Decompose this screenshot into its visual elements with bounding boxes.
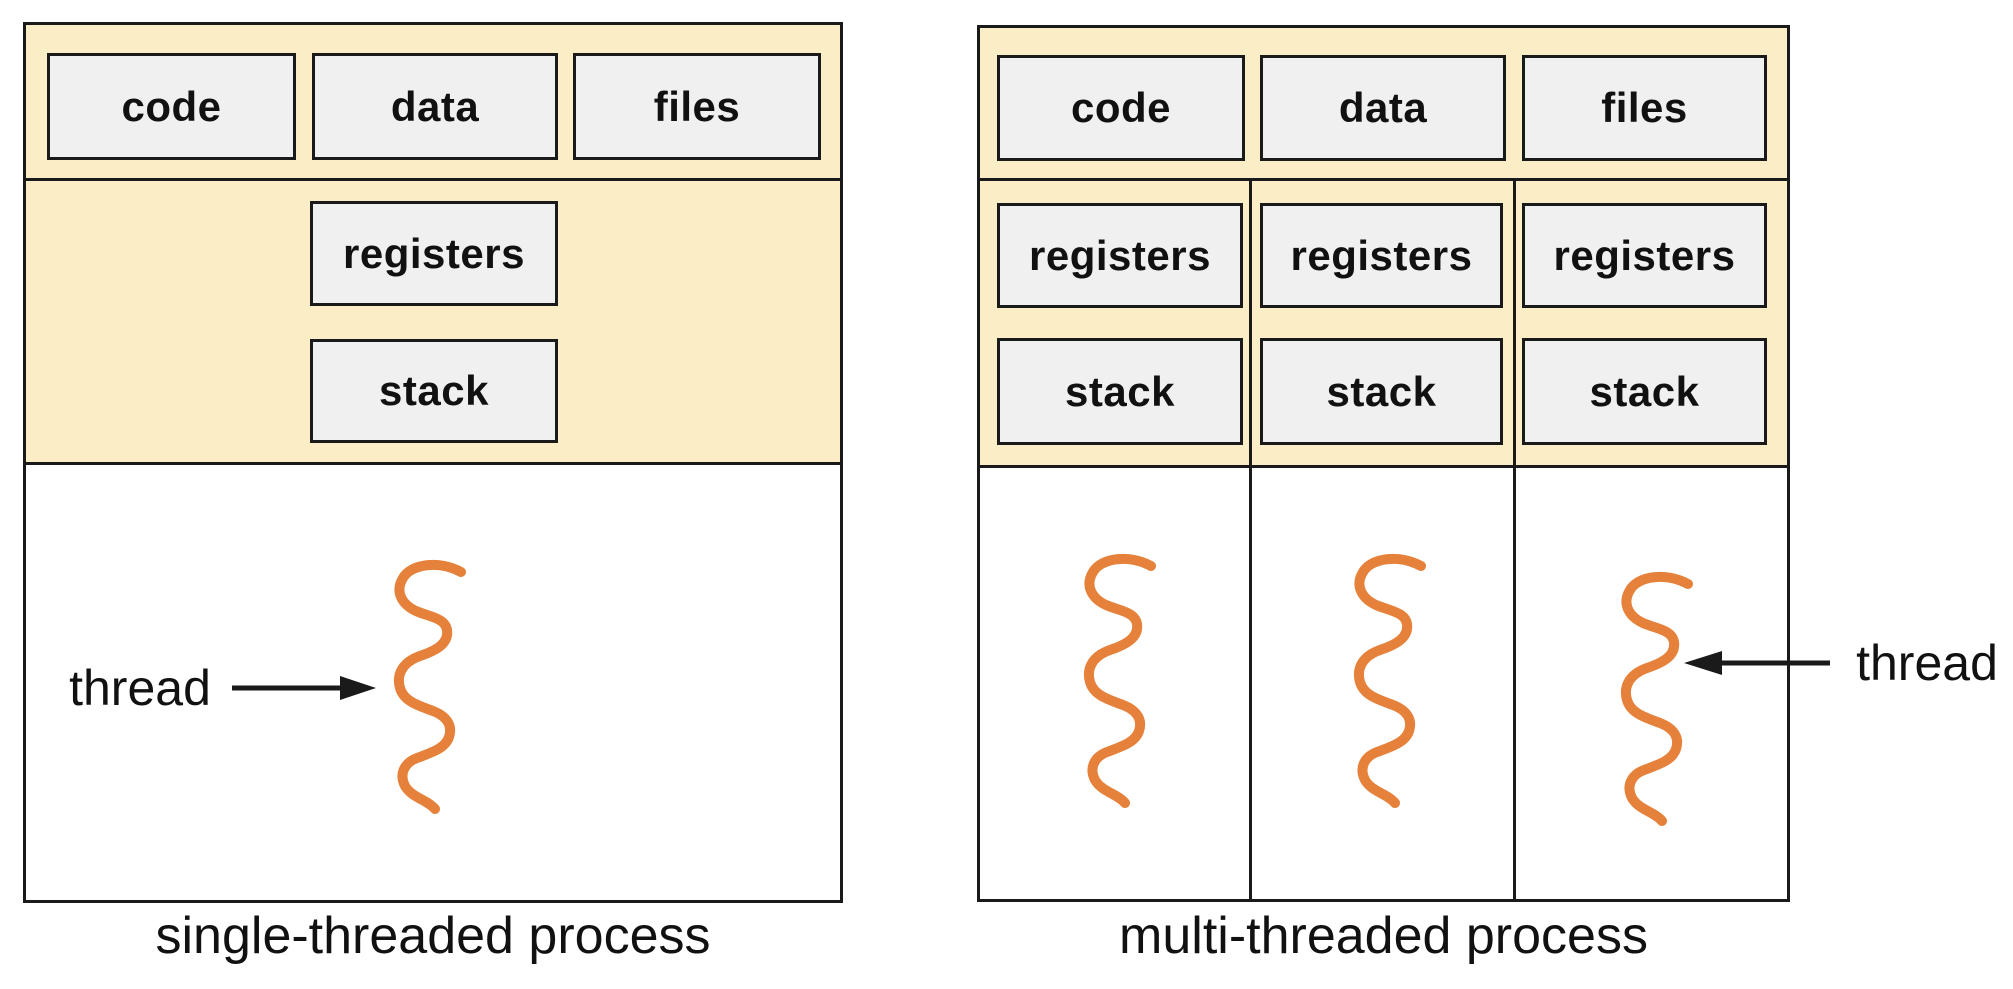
right-thread-squiggle-3-icon <box>1621 571 1693 826</box>
right-thread-label: thread <box>1856 635 1998 691</box>
left-caption: single-threaded process <box>155 907 711 965</box>
right-thread-squiggle-2-icon <box>1354 553 1426 808</box>
left-registers-label: registers <box>343 229 525 277</box>
right-col3-stack-box: stack <box>1522 338 1767 445</box>
right-code-box: code <box>997 55 1245 161</box>
right-column-divider-2 <box>1513 178 1516 902</box>
left-thread-label: thread <box>69 660 211 716</box>
left-thread-squiggle-icon <box>394 559 466 814</box>
right-thread-area <box>977 465 1790 902</box>
right-data-box: data <box>1260 55 1506 161</box>
right-caption: multi-threaded process <box>1119 907 1648 965</box>
right-column-divider-1 <box>1249 178 1252 902</box>
right-col1-stack-box: stack <box>997 338 1243 445</box>
right-col3-registers-box: registers <box>1522 203 1767 308</box>
left-code-label: code <box>121 82 222 130</box>
left-thread-area <box>23 462 843 903</box>
right-code-label: code <box>1070 84 1172 131</box>
left-code-box: code <box>47 53 296 160</box>
left-thread-arrow-icon <box>232 676 376 700</box>
left-files-box: files <box>573 53 821 160</box>
left-stack-label: stack <box>379 367 489 414</box>
right-thread-arrow-icon <box>1684 651 1830 675</box>
left-stack-box: stack <box>310 339 558 443</box>
right-files-box: files <box>1522 55 1767 161</box>
right-thread-squiggle-1-icon <box>1084 553 1156 808</box>
right-col2-stack-box: stack <box>1260 338 1503 445</box>
right-files-label: files <box>1601 84 1688 131</box>
left-files-label: files <box>653 82 741 130</box>
right-data-label: data <box>1338 84 1428 131</box>
left-registers-box: registers <box>310 201 558 306</box>
left-data-box: data <box>312 53 558 160</box>
right-col2-registers-box: registers <box>1260 203 1503 308</box>
left-data-label: data <box>390 82 480 130</box>
right-col1-registers-box: registers <box>997 203 1243 308</box>
